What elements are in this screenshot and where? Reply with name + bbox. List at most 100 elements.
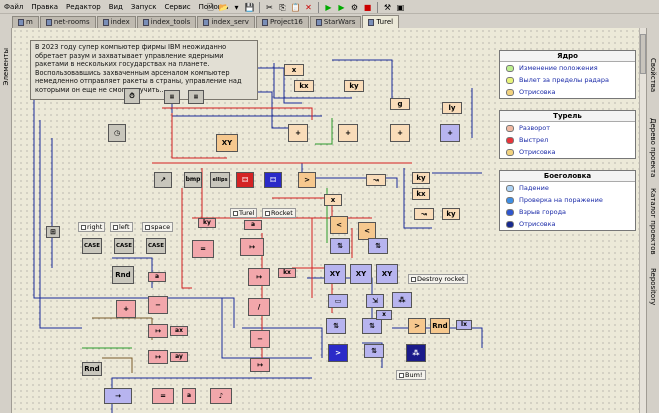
add-block-2[interactable]: + [338,124,358,142]
block-ky[interactable]: ky [344,80,364,92]
compare-block-1[interactable]: > [298,172,316,188]
clock-block[interactable]: ◷ [108,124,126,142]
boom-label[interactable]: Bum! [396,370,426,380]
menu-service[interactable]: Сервис [164,2,191,11]
left-key-label[interactable]: left [110,222,133,232]
block-g[interactable]: g [390,98,410,110]
run-icon[interactable]: ▶ [325,3,332,12]
arrow-right-block[interactable]: → [104,388,132,404]
destroy-rocket-label[interactable]: Destroy rocket [408,274,468,284]
copy-icon[interactable]: ⎘ [279,3,286,12]
add-block-pink[interactable]: + [116,300,136,318]
block-xy-1[interactable]: XY [324,264,346,284]
boom-draw-block[interactable]: ⁂ [406,344,426,362]
split-block[interactable]: ⇲ [366,294,384,308]
block-rnd-2[interactable]: Rnd [82,362,102,376]
block-xy-3[interactable]: XY [376,264,398,284]
case-block-2[interactable]: CASE [114,238,134,254]
fire-block-blue[interactable]: ⚃ [264,172,282,188]
circles-block[interactable]: ⁂ [392,292,412,308]
sound-block[interactable]: ♪ [210,388,232,404]
subtract-block-pink[interactable]: − [148,296,168,314]
block-lx[interactable]: lx [456,320,472,330]
block-xy-2[interactable]: XY [350,264,372,284]
block-a-2[interactable]: a [148,272,166,282]
block-rnd-3[interactable]: Rnd [430,318,450,334]
block-kx[interactable]: kx [294,80,314,92]
turel-label[interactable]: Turel [230,208,258,218]
tab-index-serv[interactable]: index_serv [197,16,255,28]
component-icon[interactable]: ▣ [396,3,405,12]
block-ay[interactable]: ay [170,352,188,362]
move-block-1[interactable]: ↝ [366,174,386,186]
dropdown-arrow-icon[interactable]: ▾ [234,3,239,12]
sort-block-1[interactable]: ⇅ [330,238,350,254]
cut-icon[interactable]: ✂ [266,3,273,12]
block-x-bottom[interactable]: x [376,310,392,320]
add-block-4[interactable]: + [440,124,460,142]
step-icon[interactable]: ▶ [338,3,345,12]
move-block-2[interactable]: ↝ [414,208,434,220]
block-ky-right[interactable]: ky [412,172,430,184]
sort-block-4[interactable]: ⇅ [362,318,382,334]
scrollbar-thumb[interactable] [640,34,646,74]
compare-block-lt-2[interactable]: < [358,222,376,240]
key-input-block[interactable]: ⊞ [46,226,60,238]
block-xy-turel[interactable]: XY [216,134,238,152]
compare-block-lt-1[interactable]: < [330,216,348,234]
case-block-3[interactable]: CASE [146,238,166,254]
add-block-1[interactable]: + [288,124,308,142]
block-ly[interactable]: ly [442,102,462,114]
tab-starwars[interactable]: StarWars [309,16,362,28]
sort-block-2[interactable]: ⇅ [368,238,388,254]
right-key-label[interactable]: right [78,222,106,232]
project-catalog-tab[interactable]: Каталог проектов [649,188,657,255]
block-x-right[interactable]: x [324,194,342,206]
bmp-load-block-2[interactable]: ▦ [188,90,204,104]
vertical-scrollbar[interactable] [639,28,646,413]
save-icon[interactable]: 💾 [244,3,255,12]
open-folder-icon[interactable]: 📂 [218,3,229,12]
block-rnd-1[interactable]: Rnd [112,266,134,284]
fire-block-red[interactable]: ⚃ [236,172,254,188]
move-block-pink-4[interactable]: ↦ [148,350,168,364]
block-a-1[interactable]: a [244,220,262,230]
move-block-pink-1[interactable]: ↦ [240,238,264,256]
block-x-top[interactable]: x [284,64,304,76]
tab-m[interactable]: m [12,16,39,28]
block-kx-right[interactable]: kx [412,188,430,200]
menu-edit[interactable]: Правка [31,2,58,11]
rotate-image-block[interactable]: ↗ [154,172,172,188]
block-bmp[interactable]: bmp [184,172,202,188]
menu-view[interactable]: Вид [108,2,123,11]
equals-block[interactable]: = [192,240,214,258]
compare-block-orange[interactable]: > [408,318,426,334]
tab-index-tools[interactable]: index_tools [136,16,197,28]
properties-panel-tab[interactable]: Свойства [649,58,657,93]
case-block-1[interactable]: CASE [82,238,102,254]
block-ky-left[interactable]: ky [198,218,216,228]
menu-run[interactable]: Запуск [130,2,157,11]
block-a-3[interactable]: a [182,388,196,404]
add-block-3[interactable]: + [390,124,410,142]
menu-file[interactable]: Файл [4,2,24,11]
move-block-pink-5[interactable]: ↦ [250,358,270,372]
diagram-canvas[interactable]: В 2023 году супер компьютер фирмы IBM не… [12,28,639,413]
tab-index[interactable]: index [96,16,136,28]
divide-block[interactable]: / [248,298,270,316]
menu-editor[interactable]: Редактор [65,2,101,11]
move-block-pink-3[interactable]: ↦ [148,324,168,338]
sort-block-5[interactable]: ⇅ [364,344,384,358]
equals-block-bottom[interactable]: = [152,388,174,404]
space-key-label[interactable]: space [142,222,174,232]
bmp-load-block-1[interactable]: ▦ [164,90,180,104]
timer-block[interactable]: ⏱ [124,88,140,104]
block-kx-left[interactable]: kx [278,268,296,278]
paste-icon[interactable]: 📋 [290,3,301,12]
elements-panel-tab[interactable]: Элементы [2,48,10,86]
tab-net-rooms[interactable]: net-rooms [39,16,96,28]
tools-icon[interactable]: ⚒ [383,3,392,12]
menu-help[interactable]: Помощь [198,2,229,11]
tab-project16[interactable]: Project16 [255,16,309,28]
move-block-pink-2[interactable]: ↦ [248,268,270,286]
